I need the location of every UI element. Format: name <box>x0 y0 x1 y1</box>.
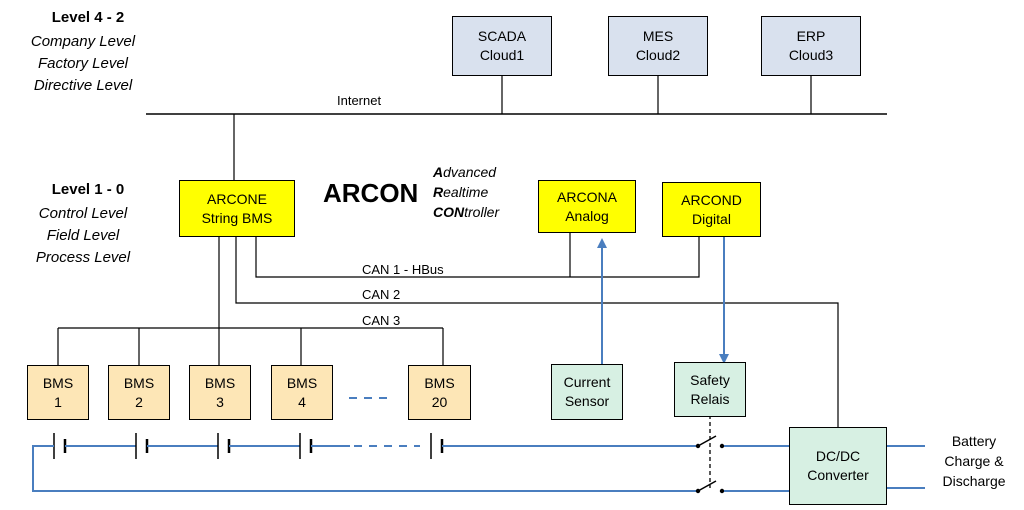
safety-relais-label: Safety <box>690 371 730 388</box>
relay-terminal-lower-a <box>695 488 701 494</box>
upper-level-line: Company Level <box>30 33 136 50</box>
can2-bus-line <box>235 237 839 427</box>
acronym-initial: CON <box>433 204 465 220</box>
can3-label: CAN 3 <box>362 313 401 328</box>
arcona-sublabel: Analog <box>565 207 609 224</box>
upper-level-line: Directive Level <box>33 77 133 94</box>
bms-label: BMS <box>42 374 74 391</box>
erp-cloud-label: Cloud3 <box>788 47 834 63</box>
relay-contact-lower <box>697 480 717 492</box>
bms-unit-4: BMS 4 <box>271 365 333 420</box>
acronym-line-controller: CONtroller <box>433 202 499 222</box>
arcone-sublabel: String BMS <box>201 209 273 226</box>
dcdc-converter-box: DC/DC Converter <box>789 427 887 505</box>
relay-terminal-upper-b <box>719 443 725 449</box>
scada-label: SCADA <box>477 28 527 44</box>
acronym-initial: R <box>433 184 444 200</box>
relay-terminal-upper-a <box>695 443 701 449</box>
arcone-label: ARCONE <box>207 190 267 207</box>
internet-label: Internet <box>337 93 382 108</box>
current-sensor-label: Current <box>563 374 611 390</box>
battery-charge-discharge-label: Battery Charge & Discharge <box>934 431 1014 491</box>
mes-label: MES <box>642 28 674 44</box>
bms-label: BMS <box>424 374 455 391</box>
arcond-box: ARCOND Digital <box>662 182 761 237</box>
scada-cloud-label: Cloud1 <box>479 47 525 63</box>
arcond-label: ARCOND <box>681 191 742 208</box>
safety-relais-sublabel: Relais <box>690 390 730 407</box>
erp-label: ERP <box>796 28 826 44</box>
converter-sublabel: Converter <box>807 467 869 483</box>
battery-label-line: Charge & <box>944 453 1004 469</box>
battery-label-line: Discharge <box>942 473 1006 489</box>
bms-unit-20: BMS 20 <box>408 365 471 420</box>
lower-level-line: Field Level <box>46 227 120 244</box>
relay-contact-upper <box>697 435 717 447</box>
can2-label: CAN 2 <box>362 287 401 302</box>
scada-cloud-box: SCADA Cloud1 <box>452 16 552 76</box>
bms-label: BMS <box>123 374 155 391</box>
current-sensor-sublabel: Sensor <box>564 393 610 409</box>
acronym-initial: A <box>433 164 444 180</box>
can1-bus-line <box>255 237 700 278</box>
lower-level-line: Control Level <box>38 205 128 222</box>
acronym-rest: troller <box>464 204 500 220</box>
return-line-left <box>32 445 696 492</box>
can1-label: CAN 1 - HBus <box>362 262 444 277</box>
bms-number: 1 <box>54 393 62 410</box>
arcon-acronym: Advanced Realtime CONtroller <box>433 162 499 222</box>
arcone-box: ARCONE String BMS <box>179 180 295 237</box>
lower-level-line: Process Level <box>35 249 131 266</box>
mes-cloud-label: Cloud2 <box>635 47 681 63</box>
erp-cloud-box: ERP Cloud3 <box>761 16 861 76</box>
bms-number: 2 <box>135 393 143 410</box>
arcona-box: ARCONA Analog <box>538 180 636 233</box>
acronym-rest: ealtime <box>443 184 489 200</box>
arcond-sublabel: Digital <box>692 210 731 227</box>
bms-unit-1: BMS 1 <box>27 365 89 420</box>
arcona-label: ARCONA <box>557 188 617 205</box>
bms-unit-3: BMS 3 <box>189 365 251 420</box>
lower-level-title: Level 1 - 0 <box>51 181 125 198</box>
lower-level-descriptions: Control Level Field Level Process Level <box>8 203 158 269</box>
bms-number: 3 <box>216 393 224 410</box>
bms-label: BMS <box>204 374 236 391</box>
acronym-line-realtime: Realtime <box>433 182 499 202</box>
acronym-rest: dvanced <box>443 164 497 180</box>
acronym-line-advanced: Advanced <box>433 162 499 182</box>
upper-level-descriptions: Company Level Factory Level Directive Le… <box>8 31 158 97</box>
bms-number: 20 <box>431 393 448 410</box>
converter-label: DC/DC <box>815 448 861 464</box>
battery-label-line: Battery <box>951 433 997 449</box>
current-sensor-box: Current Sensor <box>551 364 623 420</box>
bms-unit-2: BMS 2 <box>108 365 170 420</box>
relay-terminal-lower-b <box>719 488 725 494</box>
arcon-title: ARCON <box>323 178 419 208</box>
upper-level-line: Factory Level <box>37 55 129 72</box>
bms-number: 4 <box>298 393 306 410</box>
upper-level-title: Level 4 - 2 <box>51 9 125 26</box>
bms-label: BMS <box>286 374 318 391</box>
safety-relais-box: Safety Relais <box>674 362 746 417</box>
mes-cloud-box: MES Cloud2 <box>608 16 708 76</box>
